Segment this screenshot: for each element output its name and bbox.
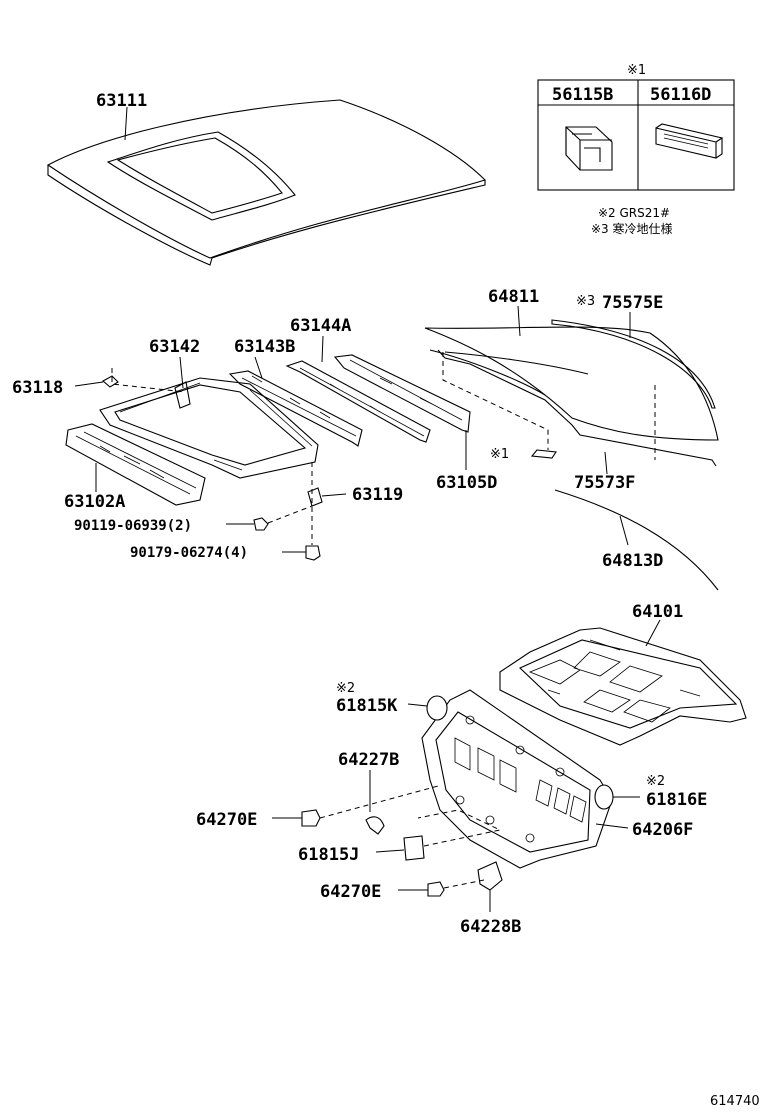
dash-64270E-upper: [319, 785, 439, 819]
leader-63119: [321, 493, 347, 497]
roof-bow-63143B: [228, 370, 363, 447]
inset-mark: ※1: [627, 63, 646, 78]
mark-75575E: ※3: [576, 294, 595, 309]
leader-64206F: [595, 823, 629, 829]
part-label-75573F: 75573F: [574, 473, 635, 493]
part-label-61815J: 61815J: [298, 845, 359, 865]
part-label-64227B: 64227B: [338, 750, 399, 770]
leader-64813D: [619, 515, 629, 546]
part-label-64228B: 64228B: [460, 917, 521, 937]
part-label-64206F: 64206F: [632, 820, 693, 840]
roof-bow-63144A: [285, 360, 431, 443]
clip-56116D-drawing: [655, 123, 724, 159]
inset-table: ※1 56115B 56116D: [537, 63, 735, 191]
back-window-glass: [424, 319, 719, 467]
roof-reinforcement-frame: [99, 377, 319, 479]
leader-63144A: [321, 335, 324, 363]
diagram-reference-number: 614740: [710, 1094, 760, 1109]
part-label-75575E: 75575E: [602, 293, 663, 313]
roof-inner-panel: [65, 423, 206, 506]
bracket-64228B: [477, 861, 503, 891]
part-label-63143B: 63143B: [234, 337, 295, 357]
part-label-63118: 63118: [12, 378, 63, 398]
pad-61815J: [403, 835, 425, 861]
leader-64101: [645, 619, 661, 647]
plug-61815K: [426, 695, 448, 721]
part-label-64101: 64101: [632, 602, 683, 622]
part-label-63111: 63111: [96, 91, 147, 111]
part-label-63144A: 63144A: [290, 316, 351, 336]
mark-61816E: ※2: [646, 774, 665, 789]
dash-90119: [267, 505, 313, 524]
roof-panel: [46, 99, 487, 266]
part-label-90119: 90119-06939(2): [74, 518, 192, 534]
leader-63143B: [254, 356, 263, 379]
clip-63119: [307, 487, 323, 507]
bolt-64270E-upper: [301, 809, 321, 827]
bolt-64270E-lower: [427, 881, 445, 897]
leader-63118: [74, 381, 104, 387]
leader-63142: [179, 356, 184, 389]
roof-bow-63105D: [333, 354, 471, 433]
back-panel: [421, 689, 613, 869]
leader-63111: [124, 106, 128, 141]
dash-61815J: [417, 809, 502, 847]
mark-strip: ※1: [490, 447, 509, 462]
dash-64270E-lower: [443, 879, 485, 889]
part-label-63142: 63142: [149, 337, 200, 357]
part-label-61816E: 61816E: [646, 790, 707, 810]
mark-61815K: ※2: [336, 681, 355, 696]
part-label-64811: 64811: [488, 287, 539, 307]
plug-61816E: [594, 784, 614, 810]
part-label-63105D: 63105D: [436, 473, 497, 493]
inset-col2-label: 56116D: [650, 85, 711, 105]
inset-col1-label: 56115B: [552, 85, 613, 105]
note-cold-climate: ※3 寒冷地仕様: [591, 221, 673, 236]
molding-64813D: [554, 489, 719, 591]
clip-strip: [530, 449, 557, 459]
part-label-63102A: 63102A: [64, 492, 125, 512]
dash-63118: [111, 368, 186, 393]
bolt-90119: [226, 517, 269, 531]
part-label-61815K: 61815K: [336, 696, 398, 716]
part-label-64270E-lower: 64270E: [320, 882, 381, 902]
part-label-63119: 63119: [352, 485, 403, 505]
dash-64811: [442, 352, 549, 450]
part-label-90179: 90179-06274(4): [130, 545, 248, 561]
leader-61815J: [375, 849, 405, 853]
leader-64811: [517, 305, 521, 337]
note-grs21: ※2 GRS21#: [598, 206, 670, 220]
part-label-64813D: 64813D: [602, 551, 663, 571]
bracket-64227B: [365, 816, 385, 835]
leader-75573F: [604, 451, 608, 475]
nut-90179: [282, 545, 321, 561]
leader-61815K: [407, 703, 428, 707]
part-label-64270E-upper: 64270E: [196, 810, 257, 830]
clip-63118: [102, 375, 119, 388]
package-tray-panel: [499, 627, 747, 746]
clip-56115B-drawing: [565, 126, 613, 171]
